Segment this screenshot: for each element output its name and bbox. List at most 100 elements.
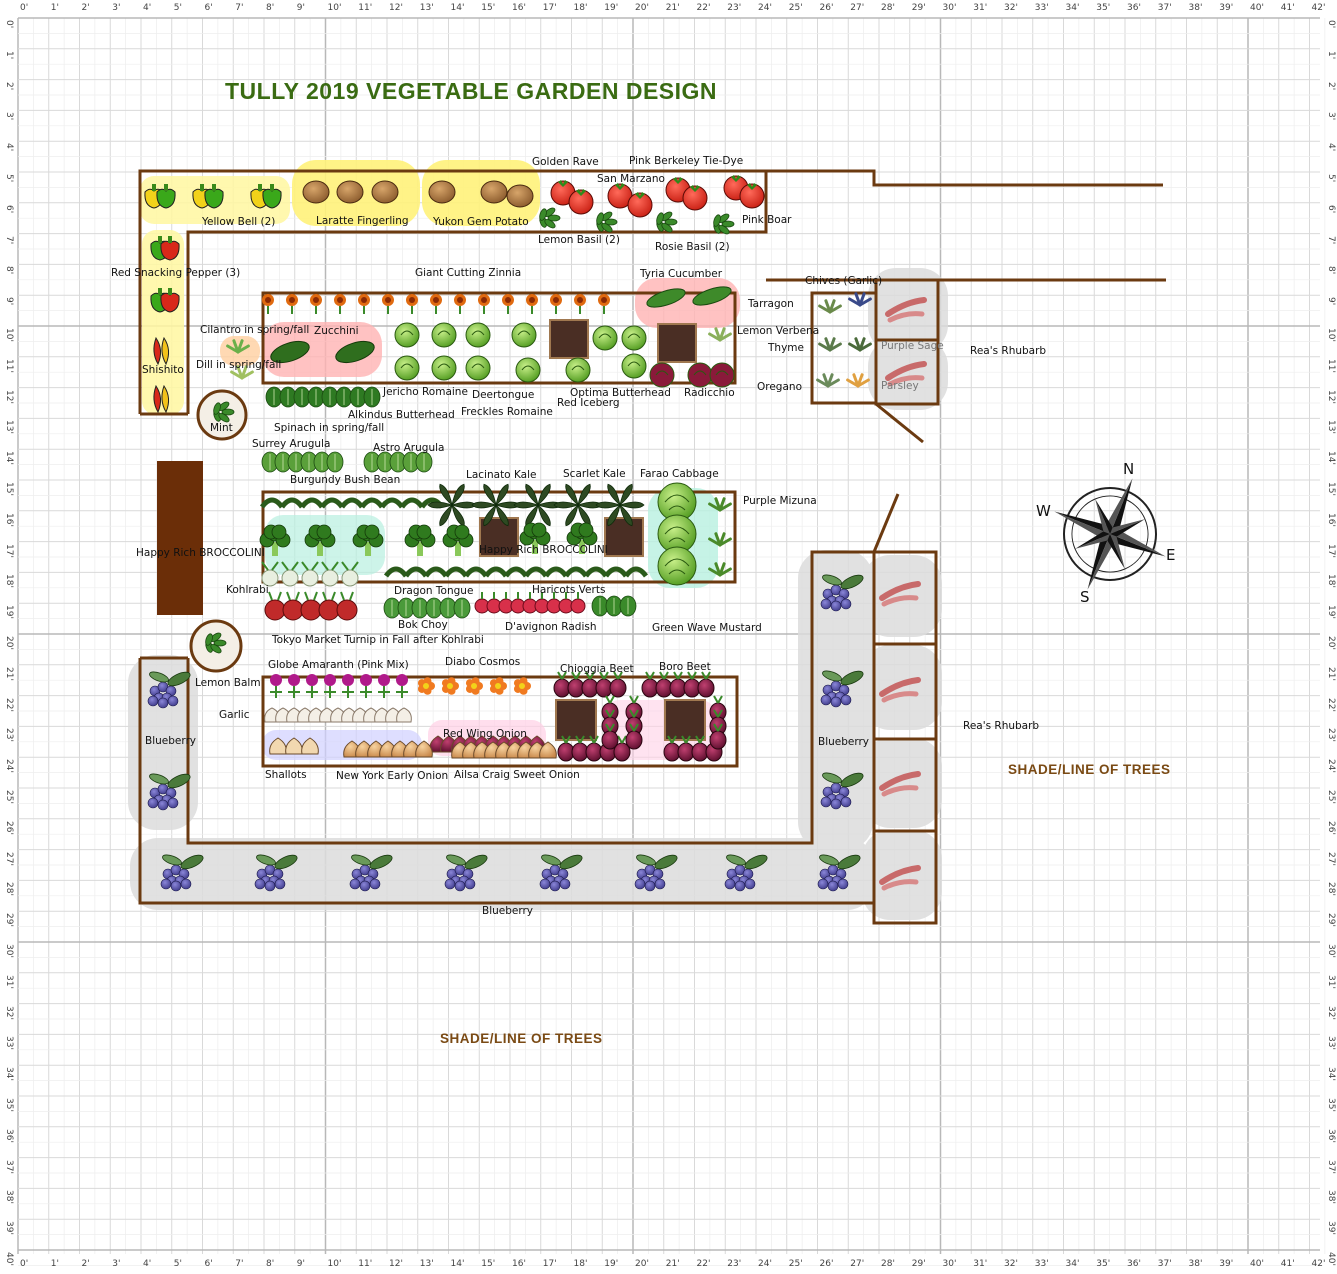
blueberry-icon — [254, 854, 298, 892]
ruler-y-left-tick: 40' — [4, 1252, 14, 1266]
ruler-x-bottom-tick: 0' — [20, 1259, 29, 1269]
bean-icon — [583, 566, 609, 578]
label-san-marzano: San Marzano — [597, 173, 665, 185]
label-green-wave: Green Wave Mustard — [652, 622, 762, 634]
ruler-y-right-tick: 38' — [1326, 1190, 1336, 1205]
ruler-y-right-tick: 16' — [1326, 512, 1336, 527]
ruler-y-left-tick: 6' — [4, 204, 14, 213]
kohlrabi-icon — [261, 561, 279, 587]
ruler-y-right-tick: 14' — [1326, 451, 1336, 466]
label-purple-mizuna: Purple Mizuna — [743, 495, 817, 507]
ruler-y-left-tick: 38' — [4, 1190, 14, 1205]
ruler-y-left-tick: 28' — [4, 882, 14, 897]
beet-icon — [641, 671, 659, 698]
bean-icon — [403, 566, 429, 578]
ruler-x-bottom-tick: 11' — [358, 1259, 373, 1269]
potato-icon — [371, 180, 399, 204]
label-shallots: Shallots — [265, 769, 307, 781]
ruler-y-right-tick: 7' — [1326, 235, 1336, 244]
amaranth-icon — [288, 674, 300, 698]
bean-icon — [299, 497, 325, 509]
label-ailsa: Ailsa Craig Sweet Onion — [454, 769, 580, 781]
ruler-y-left-tick: 12' — [4, 389, 14, 404]
ruler-y-right-tick: 30' — [1326, 944, 1336, 958]
turnip-icon — [282, 591, 304, 621]
ruler-x-top-tick: 42' — [1311, 3, 1326, 13]
label-giant-zinnia: Giant Cutting Zinnia — [415, 267, 522, 279]
broccoli-icon — [352, 524, 384, 556]
ruler-y-right-tick: 12' — [1326, 389, 1336, 404]
ruler-x-bottom-tick: 38' — [1188, 1259, 1203, 1269]
ruler-x-bottom-tick: 32' — [1004, 1259, 1018, 1269]
bean-icon — [423, 566, 449, 578]
herb-icon — [708, 327, 732, 342]
zucchini-icon — [335, 340, 375, 364]
ruler-x-top-tick: 21' — [665, 3, 680, 13]
zinnia-icon — [454, 294, 466, 314]
pepper-icon — [156, 184, 176, 209]
zinnia-icon — [574, 294, 586, 314]
lettuce-icon — [394, 322, 420, 348]
ruler-y-left-tick: 35' — [4, 1098, 14, 1112]
ruler-y-right-tick: 5' — [1326, 174, 1336, 183]
label-tarragon: Tarragon — [748, 298, 794, 310]
basil-icon — [713, 213, 735, 235]
label-blueberry-2: Blueberry — [818, 736, 870, 748]
label-globe-amaranth: Globe Amaranth (Pink Mix) — [268, 659, 409, 671]
ruler-x-bottom-tick: 40' — [1250, 1259, 1264, 1269]
ruler-x-top-tick: 12' — [389, 3, 403, 13]
leafy-green-icon — [402, 451, 420, 473]
ruler-x-top-tick: 28' — [881, 3, 895, 13]
label-golden-rave: Golden Rave — [532, 156, 599, 168]
blueberry-icon — [634, 854, 678, 892]
label-mint: Mint — [210, 422, 233, 434]
broccoli-icon — [259, 524, 291, 556]
ruler-x-bottom-tick: 26' — [819, 1259, 834, 1269]
blueberry-icon — [147, 773, 191, 811]
highlights — [140, 160, 740, 760]
beet-icon — [625, 709, 643, 736]
beet-icon — [709, 723, 727, 750]
potato-icon — [480, 180, 508, 204]
ruler-y-left-tick: 13' — [4, 420, 14, 435]
label-jericho: Jericho Romaine — [383, 386, 468, 398]
ruler-x-bottom-tick: 4' — [143, 1259, 152, 1269]
chili-icon — [153, 384, 170, 414]
leafy-green-icon — [389, 451, 407, 473]
potato-icon — [428, 180, 456, 204]
ruler-y-right-tick: 39' — [1326, 1221, 1336, 1236]
shade-label-east: SHADE/LINE OF TREES — [1008, 762, 1171, 777]
ruler-y-right-tick: 40' — [1326, 1252, 1336, 1266]
bean-icon — [359, 497, 385, 509]
ruler-y-right-tick: 26' — [1326, 820, 1336, 835]
ruler-y-right-tick: 36' — [1326, 1128, 1336, 1143]
ruler-x-top-tick: 23' — [727, 3, 742, 13]
label-oregano: Oregano — [757, 381, 802, 393]
label-farao: Farao Cabbage — [640, 468, 719, 480]
flower-icon — [489, 677, 507, 695]
beet-icon — [625, 723, 643, 750]
ruler-y-left-tick: 3' — [4, 112, 14, 121]
lettuce-icon — [431, 355, 457, 381]
ruler-x-bottom-tick: 37' — [1157, 1259, 1172, 1269]
potato-icon — [506, 184, 534, 208]
label-alkindus: Alkindus Butterhead — [348, 409, 455, 421]
beet-icon — [585, 735, 603, 762]
bean-icon — [279, 497, 305, 509]
zinnia-icon — [262, 294, 274, 314]
blueberry-icon — [820, 772, 864, 810]
rhubarb-icon — [879, 677, 921, 703]
label-lemon-verbena: Lemon Verbena — [737, 325, 820, 337]
beet-icon — [613, 735, 631, 762]
leafy-green-icon — [605, 595, 623, 617]
ruler-y-right-tick: 33' — [1326, 1036, 1336, 1051]
radish-icon — [486, 592, 502, 614]
ruler-y-left-tick: 39' — [4, 1221, 14, 1236]
ruler-x-bottom-tick: 14' — [450, 1259, 465, 1269]
label-zucchini: Zucchini — [314, 325, 359, 337]
ruler-y-right-tick: 6' — [1326, 204, 1336, 213]
label-lacinato: Lacinato Kale — [466, 469, 537, 481]
blueberry-icon — [147, 671, 191, 709]
compass-w: W — [1036, 502, 1051, 520]
ruler-y-left-tick: 37' — [4, 1159, 14, 1174]
